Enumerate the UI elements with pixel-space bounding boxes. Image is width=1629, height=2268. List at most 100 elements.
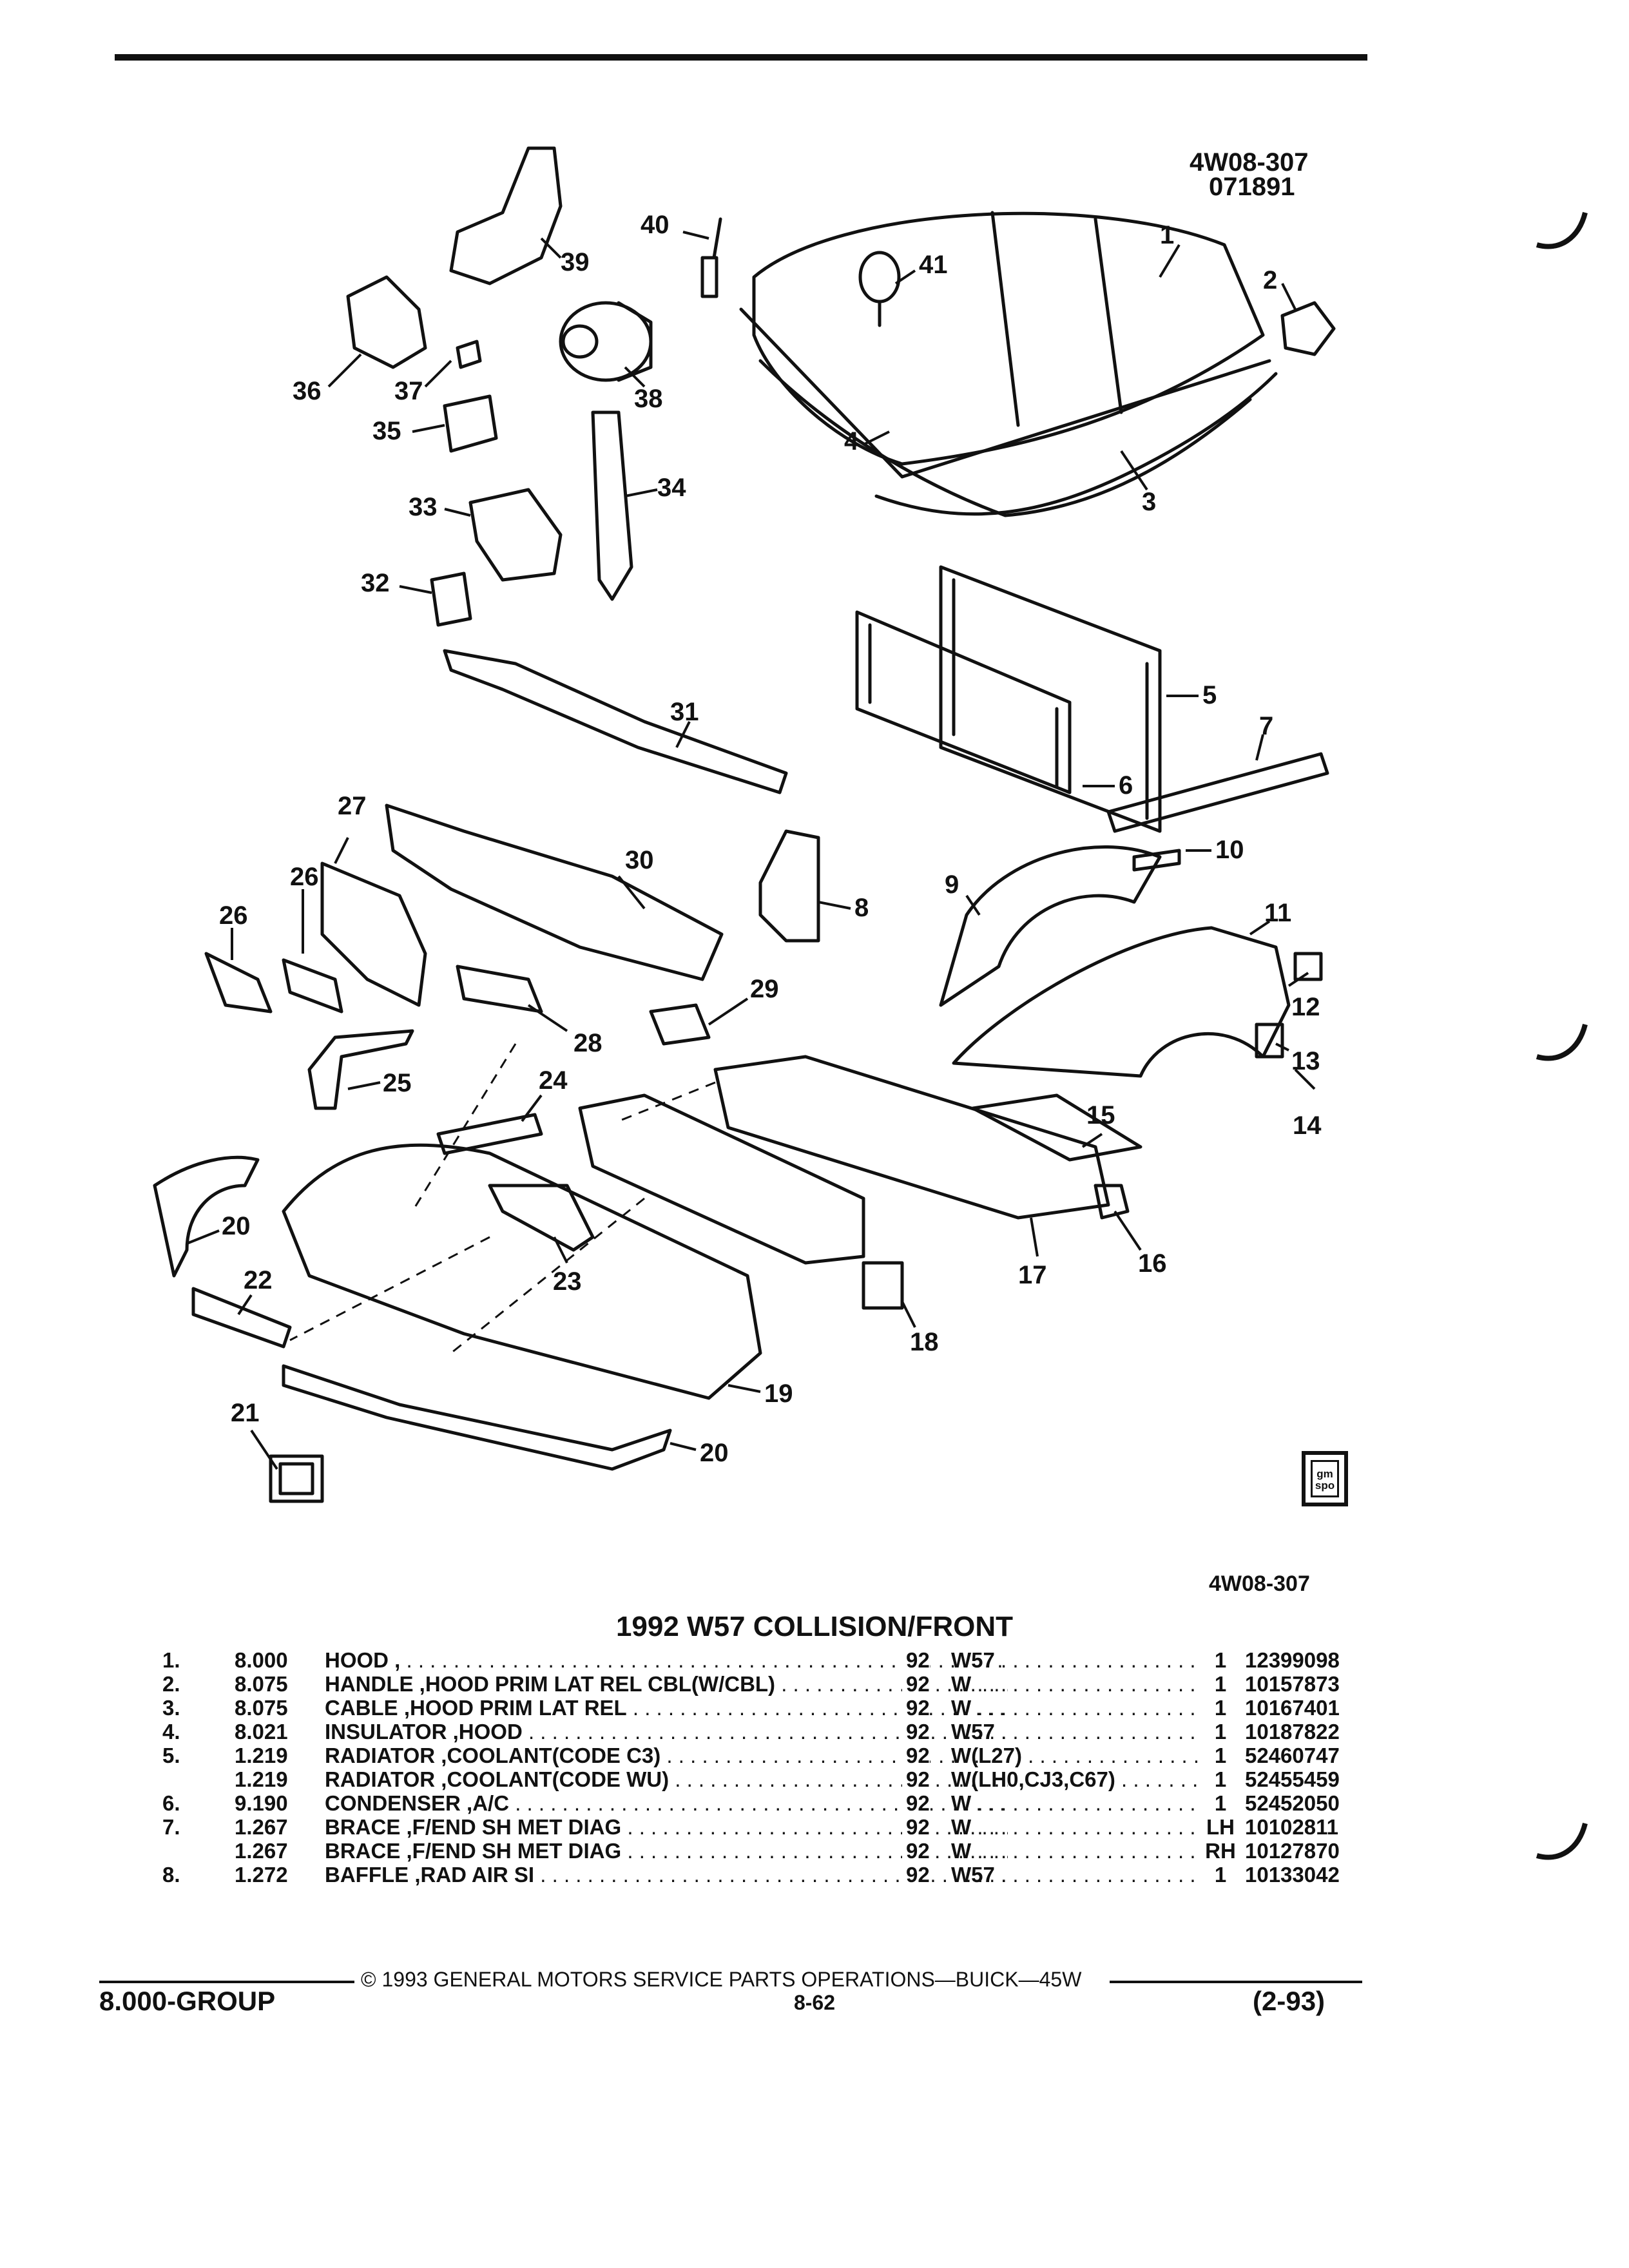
callout-label: 23: [553, 1267, 582, 1296]
option-code: W57: [951, 1863, 1199, 1887]
part-number: 12399098: [1245, 1648, 1340, 1672]
callout-label: 33: [409, 493, 438, 521]
callout-label: 26: [290, 863, 319, 891]
callout-label: 26: [219, 901, 248, 930]
air-deflector-part: [443, 649, 788, 794]
group-number: 8.075: [235, 1696, 288, 1720]
callout-label: 27: [338, 792, 367, 820]
lower-molding-part: [191, 1287, 292, 1349]
wheelhouse-liner-part: [939, 845, 1162, 1007]
support-brace-part: [591, 410, 633, 601]
part-description: CABLE ,HOOD PRIM LAT REL: [325, 1696, 1008, 1720]
callout-label: 24: [539, 1066, 568, 1095]
hood-handle-part: [1280, 301, 1336, 356]
footer-copyright: © 1993 GENERAL MOTORS SERVICE PARTS OPER…: [361, 1968, 1082, 1991]
illustration-code-bottom: 4W08-307: [1209, 1571, 1310, 1596]
callout-label: 2: [1263, 266, 1277, 294]
item-number: 2.: [162, 1672, 180, 1696]
park-lamp-part: [649, 1003, 711, 1046]
option-code: W: [951, 1672, 1199, 1696]
item-number: 5.: [162, 1744, 180, 1767]
part-description: BRACE ,F/END SH MET DIAG: [325, 1815, 1008, 1839]
section-caption: 1992 W57 COLLISION/FRONT: [615, 1611, 1014, 1642]
quantity: 1: [1201, 1744, 1240, 1767]
clip-part: [456, 340, 482, 369]
callout-label: 29: [750, 975, 779, 1003]
bumper-strip-part: [282, 1364, 672, 1471]
callout-label: 34: [657, 474, 686, 502]
callout-label: 37: [394, 377, 423, 405]
illustration-date-code: 071891: [1209, 173, 1295, 201]
fog-lamp-part: [456, 965, 543, 1014]
callout-label: 32: [361, 569, 390, 597]
part-number: 52455459: [1245, 1767, 1340, 1791]
part-description: RADIATOR ,COOLANT(CODE WU): [325, 1767, 1008, 1791]
quantity: 1: [1201, 1767, 1240, 1791]
fender-bracket-part: [1293, 952, 1323, 981]
option-code: W(L27): [951, 1744, 1199, 1767]
callout-label: 38: [634, 385, 663, 413]
footer-revision: (2-93): [1253, 1986, 1325, 2016]
mount-bracket-part: [468, 488, 563, 582]
impact-bar-part: [713, 1055, 1110, 1220]
model-year: 92: [902, 1767, 930, 1791]
part-description: BRACE ,F/END SH MET DIAG: [325, 1839, 1008, 1863]
callout-label: 40: [641, 211, 670, 239]
callout-label: 20: [222, 1212, 251, 1240]
illustration-code: 4W08-307: [1190, 148, 1309, 177]
callout-label: 30: [625, 846, 654, 874]
part-number: 10133042: [1245, 1863, 1340, 1887]
group-number: 9.190: [235, 1791, 288, 1815]
hinge-part: [449, 146, 563, 285]
quantity: 1: [1201, 1720, 1240, 1744]
grille-part: [320, 861, 427, 1007]
item-number: 7.: [162, 1815, 180, 1839]
callout-label: 3: [1142, 488, 1156, 516]
hood-strut-part: [700, 217, 722, 298]
callout-label: 9: [945, 870, 959, 899]
emblem-part: [204, 952, 273, 1014]
quantity: 1: [1201, 1696, 1240, 1720]
group-number: 1.267: [235, 1815, 288, 1839]
fog-lamp-part: [269, 1454, 324, 1503]
bracket-part: [1094, 1184, 1130, 1220]
footer-group: 8.000-GROUP: [99, 1986, 276, 2016]
quantity: LH: [1201, 1815, 1240, 1839]
quantity: 1: [1201, 1791, 1240, 1815]
fender-part: [952, 926, 1291, 1078]
impact-bar-part: [578, 1093, 865, 1265]
model-year: 92: [902, 1672, 930, 1696]
fender-bracket-part: [1255, 1023, 1284, 1059]
part-description: RADIATOR ,COOLANT(CODE C3): [325, 1744, 1008, 1767]
callout-label: 15: [1086, 1101, 1115, 1129]
footer-page-number: 8-62: [793, 1991, 836, 2014]
bumper-fascia-part: [282, 1143, 762, 1400]
callout-label: 4: [844, 427, 859, 456]
part-number: 52460747: [1245, 1744, 1340, 1767]
group-number: 1.219: [235, 1744, 288, 1767]
binder-mark: [1536, 1822, 1588, 1860]
callout-label: 21: [231, 1399, 260, 1427]
quantity: 1: [1201, 1648, 1240, 1672]
item-number: 8.: [162, 1863, 180, 1887]
callout-label: 25: [383, 1069, 412, 1097]
grille-panel-part: [385, 803, 724, 981]
quantity: 1: [1201, 1672, 1240, 1696]
model-year: 92: [902, 1720, 930, 1744]
callout-label: 19: [764, 1379, 793, 1408]
callout-label: 22: [244, 1266, 273, 1294]
diag-brace-part: [1106, 752, 1329, 833]
group-number: 1.267: [235, 1839, 288, 1863]
quantity: RH: [1201, 1839, 1240, 1863]
part-number: 10102811: [1245, 1815, 1339, 1839]
model-year: 92: [902, 1863, 930, 1887]
callout-label: 8: [854, 894, 869, 922]
